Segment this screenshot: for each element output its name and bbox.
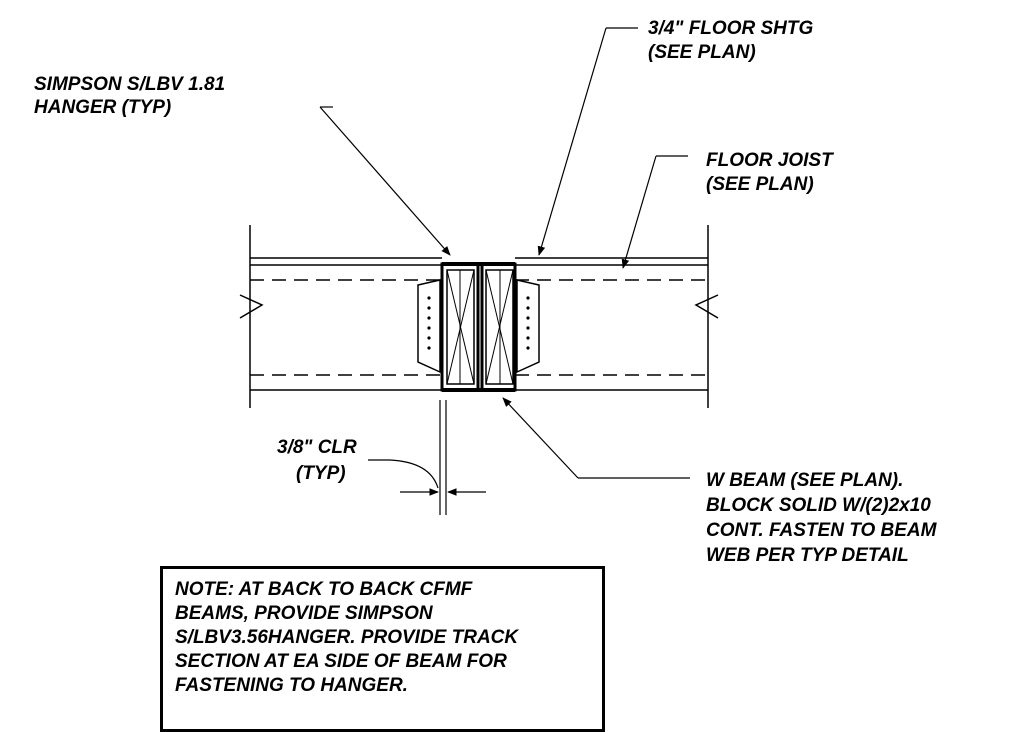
leader-sheathing [537,27,638,256]
floor-joist-right [515,225,719,408]
sheathing-label-line1: 3/4" FLOOR SHTG [648,18,814,39]
joist-label-line1: FLOOR JOIST [706,150,833,171]
note-line-1: NOTE: AT BACK TO BACK CFMF [175,579,473,600]
note-line-3: S/LBV3.56HANGER. PROVIDE TRACK [175,627,519,648]
beam-label-line3: CONT. FASTEN TO BEAM [706,520,937,541]
hanger-label-line1: SIMPSON S/LBV 1.81 [34,74,226,95]
hanger-right [516,279,540,374]
joist-label-line2: (SEE PLAN) [706,174,814,195]
beam-label-line2: BLOCK SOLID W/(2)2x10 [706,495,931,516]
clearance-dimension [368,400,486,515]
w-beam-assembly [440,262,517,392]
floor-joist-left [239,225,442,408]
beam-label-line1: W BEAM (SEE PLAN). [706,470,904,491]
sheathing-label-line2: (SEE PLAN) [648,42,756,63]
clearance-label-line1: 3/8" CLR [277,437,357,458]
note-text: NOTE: AT BACK TO BACK CFMF BEAMS, PROVID… [175,578,518,698]
clearance-label-line2: (TYP) [296,463,346,484]
leader-hanger [319,106,451,256]
hanger-fasteners [427,296,530,350]
note-line-4: SECTION AT EA SIDE OF BEAM FOR [175,651,507,672]
leader-beam [502,397,690,479]
note-line-2: BEAMS, PROVIDE SIMPSON [175,603,433,624]
beam-label-line4: WEB PER TYP DETAIL [706,545,909,566]
leader-joist [621,155,688,269]
hanger-left [417,279,441,374]
note-line-5: FASTENING TO HANGER. [175,675,408,696]
hanger-label-line2: HANGER (TYP) [34,97,172,118]
